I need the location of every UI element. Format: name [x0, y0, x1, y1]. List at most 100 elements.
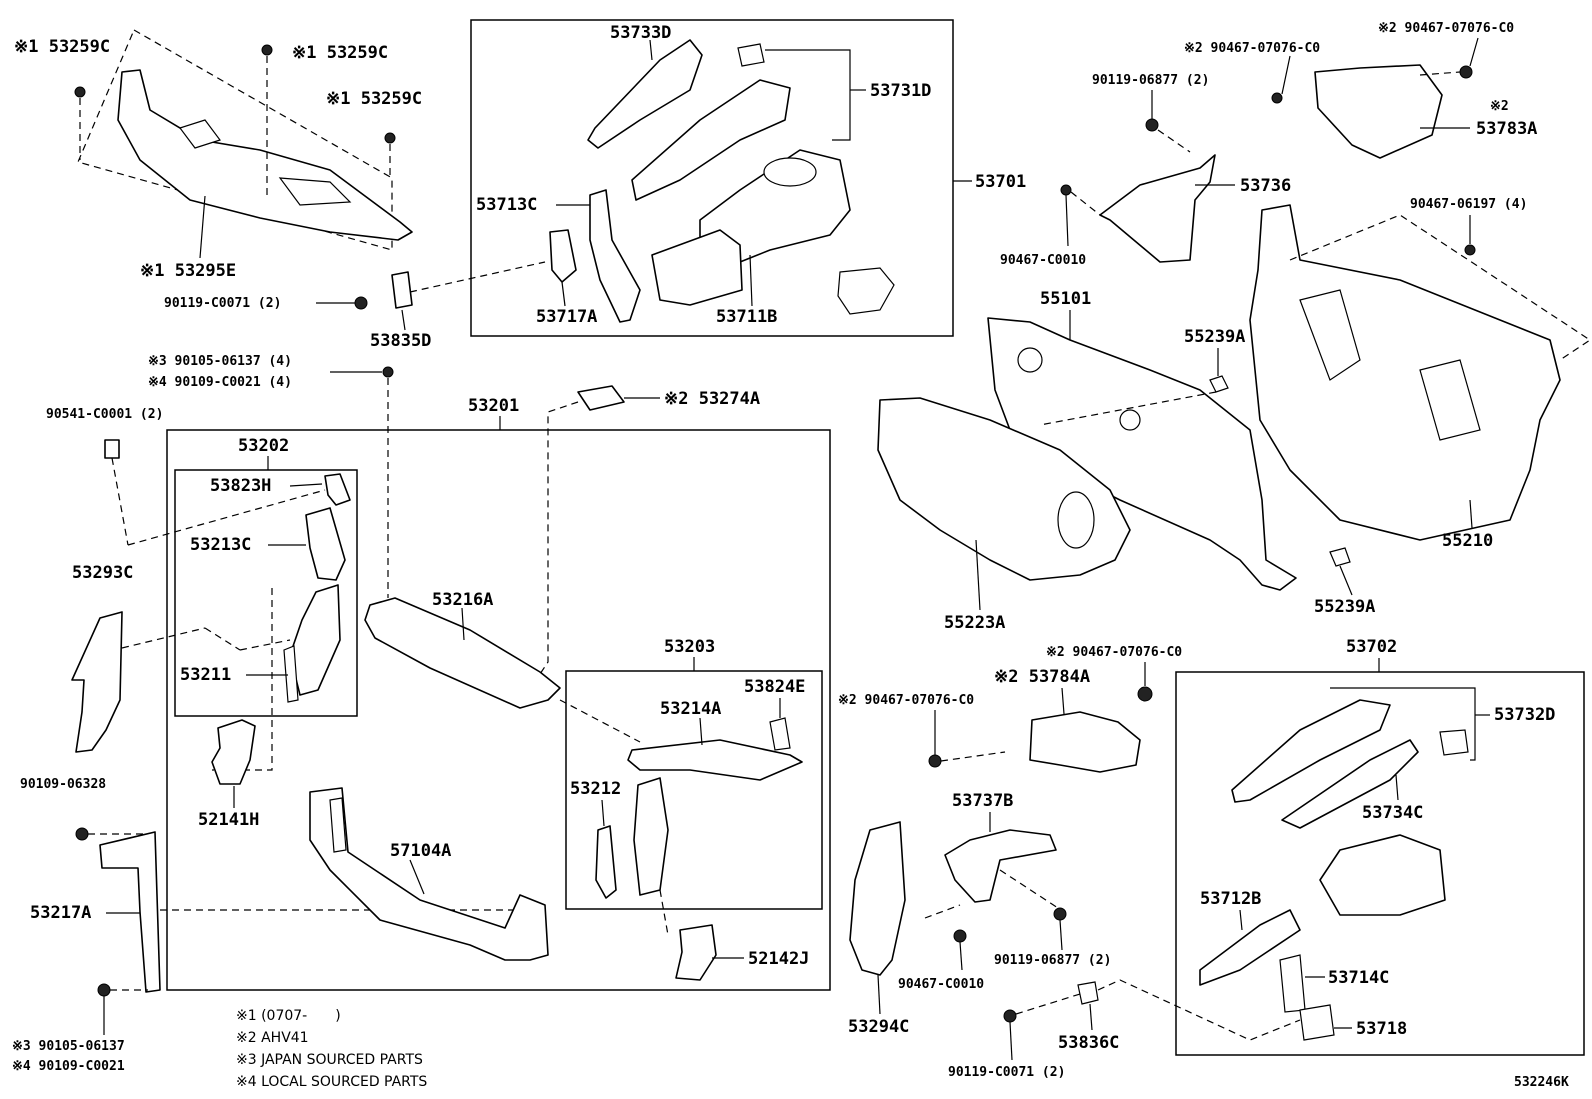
lead-53733d [649, 39, 653, 61]
insulator-55210-detail [1299, 289, 1361, 381]
insulator-55223a-hole [1057, 491, 1095, 549]
dash-line [1289, 214, 1592, 361]
label-53259c-tl: ※1 53259C [14, 37, 110, 57]
label-90467-07076-d: ※2 90467-07076-C0 [838, 693, 974, 708]
label-55239a-b: 55239A [1314, 597, 1375, 617]
bracket-53274a [577, 385, 625, 411]
label-55223a: 55223A [944, 613, 1005, 633]
lead-bolt [1009, 1021, 1013, 1061]
label-53737b: 53737B [952, 791, 1013, 811]
bracket-52141h [211, 719, 256, 785]
label-53732d: 53732D [1494, 705, 1555, 725]
bracket-53211 [289, 584, 341, 696]
label-53731d: 53731D [870, 81, 931, 101]
lead-53294c [877, 974, 881, 1015]
lead-53214a [699, 717, 703, 746]
label-53717a: 53717A [536, 307, 597, 327]
label-53835d: 53835D [370, 331, 431, 351]
label-90109-c0021-4: ※4 90109-C0021 (4) [148, 375, 292, 390]
label-90119-c0071-b: 90119-C0071 (2) [948, 1065, 1065, 1080]
label-90109-c0021: ※4 90109-C0021 [12, 1059, 125, 1074]
label-90467-07076-c: ※2 90467-07076-C0 [1046, 645, 1182, 660]
bracket-53212-b [633, 777, 669, 896]
dash-line [539, 401, 579, 675]
label-52142j: 52142J [748, 949, 809, 969]
apron-53732d [1231, 699, 1391, 803]
cover-53784a [1029, 711, 1141, 773]
lead-53734c [1395, 774, 1399, 801]
bracket-53836c [1077, 981, 1099, 1005]
label-90105-06137: ※3 90105-06137 [12, 1039, 125, 1054]
lead-53712b [1239, 909, 1243, 931]
bracket-53212 [595, 825, 617, 899]
insulator-55210 [1249, 204, 1561, 541]
dash-line [1039, 391, 1217, 426]
lead-53835d [401, 309, 406, 331]
bracket-52142j [675, 924, 717, 981]
bracket-53717a [549, 229, 577, 283]
bolt-icon [382, 366, 394, 378]
dash-line [940, 751, 1006, 762]
bracket-53211-b [283, 645, 299, 703]
apron-53733d [587, 39, 703, 149]
label-90119-06877-t: 90119-06877 (2) [1092, 73, 1209, 88]
bracket-53783a [1314, 64, 1443, 159]
label-90109-06328: 90109-06328 [20, 777, 106, 792]
label-90541: 90541-C0001 (2) [46, 407, 163, 422]
bracket-53823h [324, 473, 351, 506]
bracket-53213c [305, 507, 346, 581]
group-box-53201 [166, 429, 831, 991]
label-53783a-mark: ※2 [1490, 99, 1509, 114]
panel-55101-hole [1119, 409, 1141, 431]
label-55210: 55210 [1442, 531, 1493, 551]
note-3: ※3 JAPAN SOURCED PARTS [236, 1052, 423, 1068]
label-53718: 53718 [1356, 1019, 1407, 1039]
label-53712b: 53712B [1200, 889, 1261, 909]
label-90105-06137-4: ※3 90105-06137 (4) [148, 354, 292, 369]
dash-line [239, 639, 291, 651]
bolt-icon [1060, 184, 1072, 196]
bracket-53731d [737, 43, 765, 67]
label-90467-07076-b: ※2 90467-07076-C0 [1378, 21, 1514, 36]
bolt-icon [1459, 65, 1473, 79]
dash-line [659, 889, 669, 936]
lead-bolt [1059, 919, 1063, 951]
bolt-icon [1145, 118, 1159, 132]
lead-55210 [1469, 499, 1473, 529]
lead-55223a [975, 539, 981, 611]
bracket-53713c [589, 189, 641, 323]
group-box-53701 [470, 19, 954, 337]
label-53211: 53211 [180, 665, 231, 685]
label-53202: 53202 [238, 436, 289, 456]
clip-55239a-icon [1209, 375, 1229, 393]
housing-53711b-front [651, 229, 743, 306]
bracket-53718 [1299, 1004, 1335, 1041]
bracket-53824e [769, 717, 791, 751]
label-53216a: 53216A [432, 590, 493, 610]
label-53259c-mr: ※1 53259C [326, 89, 422, 109]
label-53736: 53736 [1240, 176, 1291, 196]
bolt-icon [354, 296, 368, 310]
lead-53823h [289, 483, 323, 487]
diagram-code: 532246K [1514, 1075, 1569, 1090]
lead-57104a [409, 859, 425, 895]
lead-53731d [765, 49, 851, 141]
dash-line [204, 627, 241, 651]
lead-bolt [1065, 194, 1069, 247]
bracket-53217a [99, 831, 161, 993]
clip-55239a-icon [1329, 547, 1351, 567]
label-90467-06197: 90467-06197 (4) [1410, 197, 1527, 212]
bolt-icon [75, 827, 89, 841]
bolt-icon [97, 983, 111, 997]
dash-line [127, 489, 326, 546]
lead-53717a [561, 281, 566, 307]
bracket-53714c [1279, 954, 1306, 1013]
label-53293c: 53293C [72, 563, 133, 583]
label-55101: 55101 [1040, 289, 1091, 309]
lead-bolt [959, 941, 963, 971]
label-53701: 53701 [975, 172, 1026, 192]
note-2: ※2 AHV41 [236, 1030, 309, 1046]
dash-cowl-box [77, 29, 393, 251]
